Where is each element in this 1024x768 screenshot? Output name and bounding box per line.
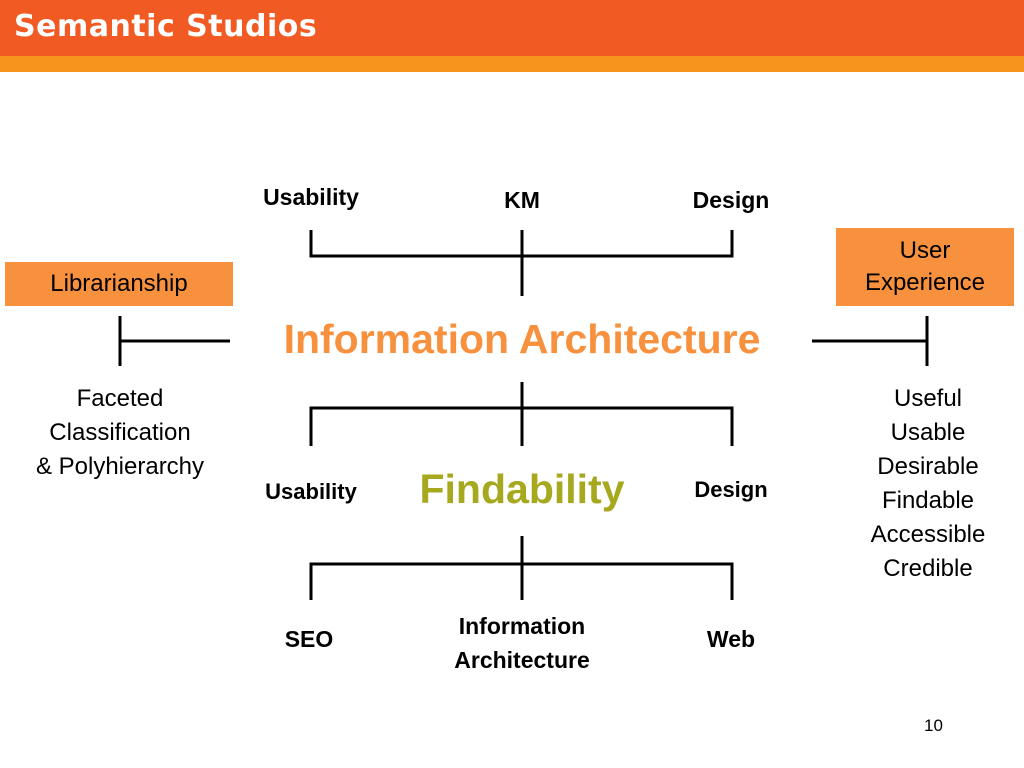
user-experience-box: User Experience (836, 228, 1014, 306)
middle-usability-label: Usability (265, 479, 357, 504)
right-connector (812, 316, 929, 366)
top-design-label: Design (692, 187, 770, 213)
left-note-line-2: Classification (49, 419, 191, 446)
ux-quality-item: Desirable (877, 453, 979, 480)
left-note-line-1: Faceted (76, 385, 164, 412)
ux-qualities-list: Useful Usable Desirable Findable Accessi… (871, 382, 986, 586)
faceted-classification-note: Faceted Classification & Polyhierarchy (36, 382, 204, 484)
librarianship-box: Librarianship (5, 262, 233, 306)
ux-quality-item: Usable (890, 419, 966, 446)
brand-title: Semantic Studios (14, 9, 318, 44)
web-label: Web (706, 626, 756, 652)
middle-design-label: Design (694, 477, 768, 502)
left-connector (118, 316, 230, 366)
user-experience-line2: Experience (864, 269, 986, 296)
page-number: 10 (924, 716, 943, 735)
seo-label: SEO (284, 626, 334, 652)
header-strip (0, 56, 1024, 72)
ux-quality-item: Credible (883, 555, 973, 582)
bottom-ia-line-1: Information (458, 613, 586, 639)
bottom-information-architecture-label: Information Architecture (454, 609, 589, 677)
left-note-line-3: & Polyhierarchy (35, 453, 205, 480)
information-architecture-title: Information Architecture (283, 316, 761, 362)
librarianship-label: Librarianship (50, 269, 188, 297)
bottom-ia-line-2: Architecture (454, 647, 590, 673)
ux-quality-item: Accessible (870, 521, 986, 548)
top-usability-label: Usability (263, 184, 359, 210)
ux-quality-item: Useful (893, 385, 963, 412)
top-km-label: KM (504, 187, 540, 213)
ux-quality-item: Findable (881, 487, 975, 514)
header-bar: Semantic Studios (0, 0, 1024, 56)
findability-title: Findability (419, 466, 625, 512)
user-experience-line1: User (899, 236, 951, 264)
